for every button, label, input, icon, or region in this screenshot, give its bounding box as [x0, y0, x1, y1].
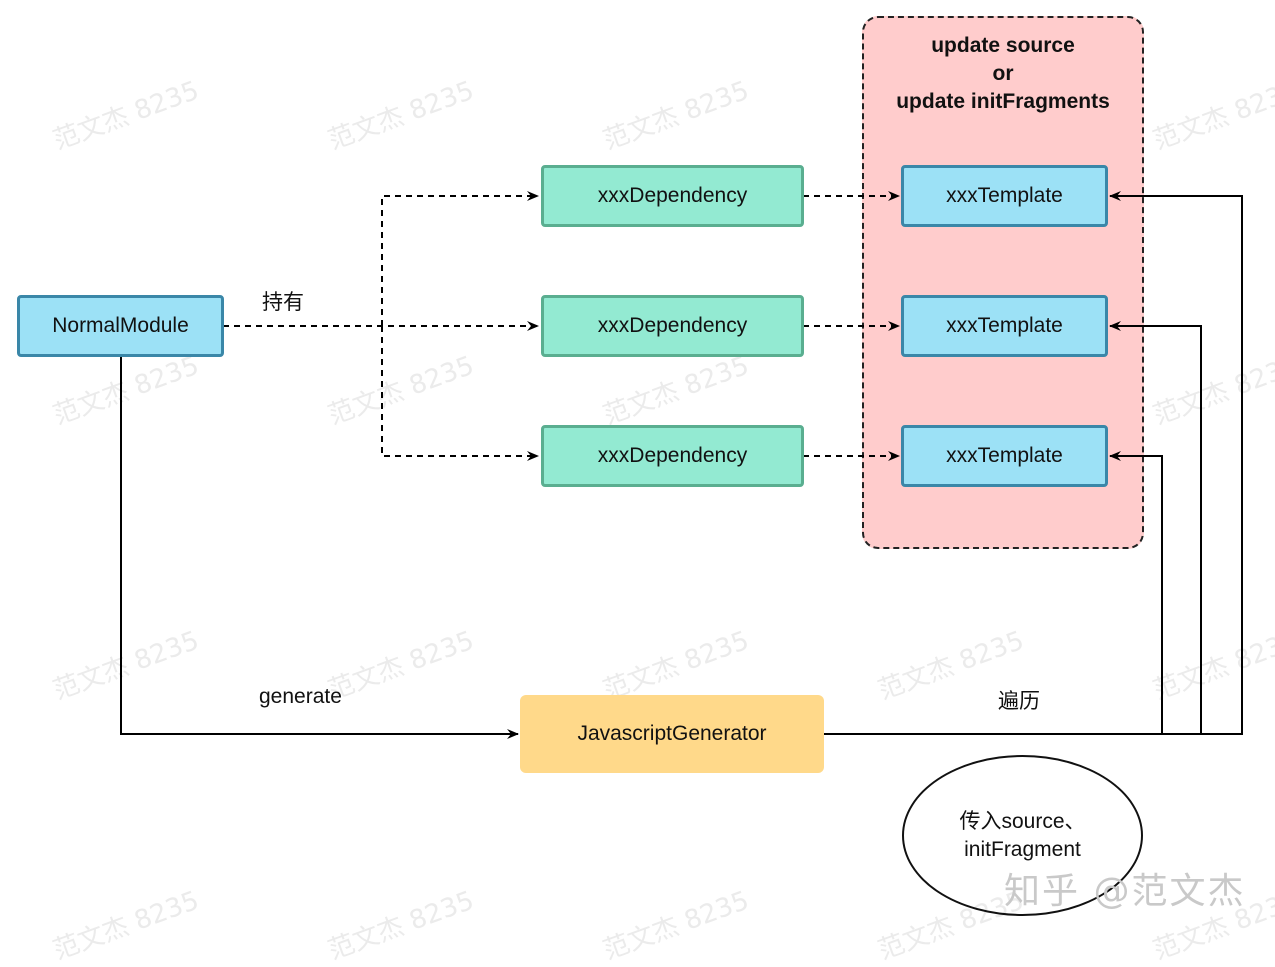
dependency-node-2[interactable]: xxxDependency [541, 295, 804, 357]
edge-generator-to-template-3 [1109, 451, 1163, 734]
edge-label-holds: 持有 [262, 291, 304, 314]
javascript-generator-label: JavascriptGenerator [577, 722, 767, 745]
note-ellipse: 传入source、 initFragment [902, 755, 1143, 916]
javascript-generator-node[interactable]: JavascriptGenerator [520, 695, 824, 773]
edge-module-to-dependency-3 [381, 326, 539, 461]
note-line-1: 传入source、 [959, 809, 1086, 833]
template-label-3: xxxTemplate [946, 444, 1063, 467]
note-line-2: initFragment [964, 837, 1081, 861]
brand-watermark: 知乎 @范文杰 [1004, 871, 1246, 912]
template-node-3[interactable]: xxxTemplate [901, 425, 1108, 487]
template-label-2: xxxTemplate [946, 314, 1063, 337]
dependency-label-2: xxxDependency [597, 314, 748, 337]
template-node-1[interactable]: xxxTemplate [901, 165, 1108, 227]
edge-generator-to-template-1 [824, 191, 1243, 735]
dependency-node-3[interactable]: xxxDependency [541, 425, 804, 487]
edge-label-traverse: 遍历 [998, 690, 1040, 713]
template-label-1: xxxTemplate [946, 184, 1063, 207]
edge-module-to-generator [120, 357, 519, 739]
edge-module-to-dependency-1 [381, 191, 539, 326]
normal-module-node[interactable]: NormalModule [17, 295, 224, 357]
template-node-2[interactable]: xxxTemplate [901, 295, 1108, 357]
group-title-line-2: or [992, 62, 1014, 85]
dependency-label-1: xxxDependency [597, 184, 748, 207]
dependency-label-3: xxxDependency [597, 444, 748, 467]
edge-generator-to-template-2 [1109, 321, 1202, 734]
dependency-node-1[interactable]: xxxDependency [541, 165, 804, 227]
normal-module-label: NormalModule [52, 314, 189, 337]
edge-label-generate: generate [259, 685, 342, 708]
group-title-line-1: update source [931, 34, 1075, 57]
group-title-line-3: update initFragments [896, 90, 1110, 113]
connectors [120, 191, 1243, 739]
